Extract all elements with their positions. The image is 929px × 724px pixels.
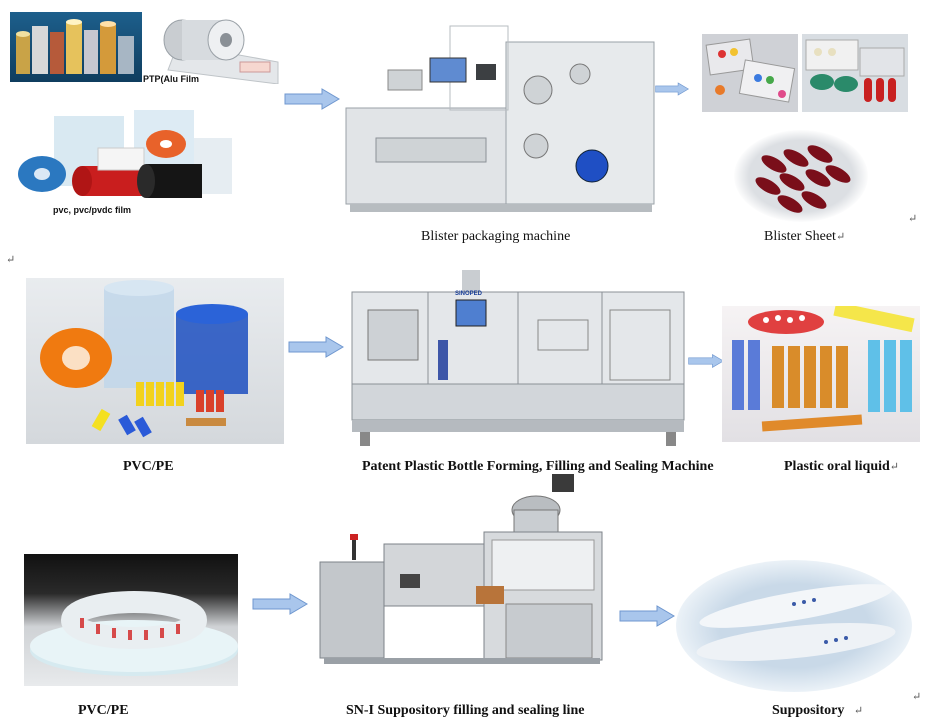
plastic-oral-liquid-text: Plastic oral liquid — [784, 459, 890, 474]
plastic-oral-liquid-label: Plastic oral liquid↵ — [784, 459, 899, 475]
arrow-right-icon — [619, 605, 675, 627]
suppository-filling-sealing-line-photo — [316, 474, 606, 674]
alu-film-roll-photo — [158, 14, 282, 84]
blister-sheets-photo-left — [702, 34, 798, 112]
pvc-film-rolls-photo — [14, 104, 236, 208]
blister-sheet-label: Blister Sheet↵ — [764, 229, 845, 245]
alu-film-tag: PTP(Alu Film — [143, 74, 199, 84]
row2-material-label: PVC/PE — [123, 459, 174, 474]
arrow-right-icon — [655, 82, 689, 96]
pvc-pe-suppository-strip-photo — [24, 554, 238, 686]
suppository-photo — [676, 560, 912, 692]
paragraph-mark-icon: ↵ — [912, 691, 922, 703]
paragraph-mark-icon: ↵ — [835, 231, 846, 243]
row3-material-label: PVC/PE — [78, 703, 129, 718]
arrow-right-icon — [252, 593, 308, 615]
arrow-right-icon — [288, 336, 344, 358]
blister-machine-label: Blister packaging machine — [421, 229, 571, 244]
foil-rolls-photo — [10, 12, 142, 82]
pvc-film-tag: pvc, pvc/pvdc film — [53, 205, 132, 215]
blister-sheet-text: Blister Sheet — [764, 229, 836, 244]
row2-machine-label: Patent Plastic Bottle Forming, Filling a… — [362, 459, 714, 474]
blister-sheets-photo-right — [802, 34, 908, 112]
plastic-oral-liquid-photo — [722, 306, 920, 442]
bottle-forming-filling-sealing-machine-photo — [348, 270, 688, 450]
paragraph-mark-icon: ↵ — [853, 705, 864, 717]
row3-machine-label: SN-I Suppository filling and sealing lin… — [346, 703, 585, 718]
pvc-pe-rolls-photo — [26, 278, 284, 444]
paragraph-mark-icon: ↵ — [908, 213, 918, 225]
blister-packaging-machine-photo — [340, 18, 658, 222]
arrow-right-icon — [284, 88, 340, 110]
arrow-right-icon — [688, 354, 724, 368]
paragraph-mark-icon: ↵ — [6, 254, 16, 266]
suppository-text: Suppository — [772, 703, 845, 718]
paragraph-mark-icon: ↵ — [889, 461, 900, 473]
suppository-label: Suppository ↵ — [772, 703, 863, 719]
blister-sheet-capsules-photo — [734, 130, 868, 222]
machine-brand-tag: SINOPED — [455, 291, 483, 297]
